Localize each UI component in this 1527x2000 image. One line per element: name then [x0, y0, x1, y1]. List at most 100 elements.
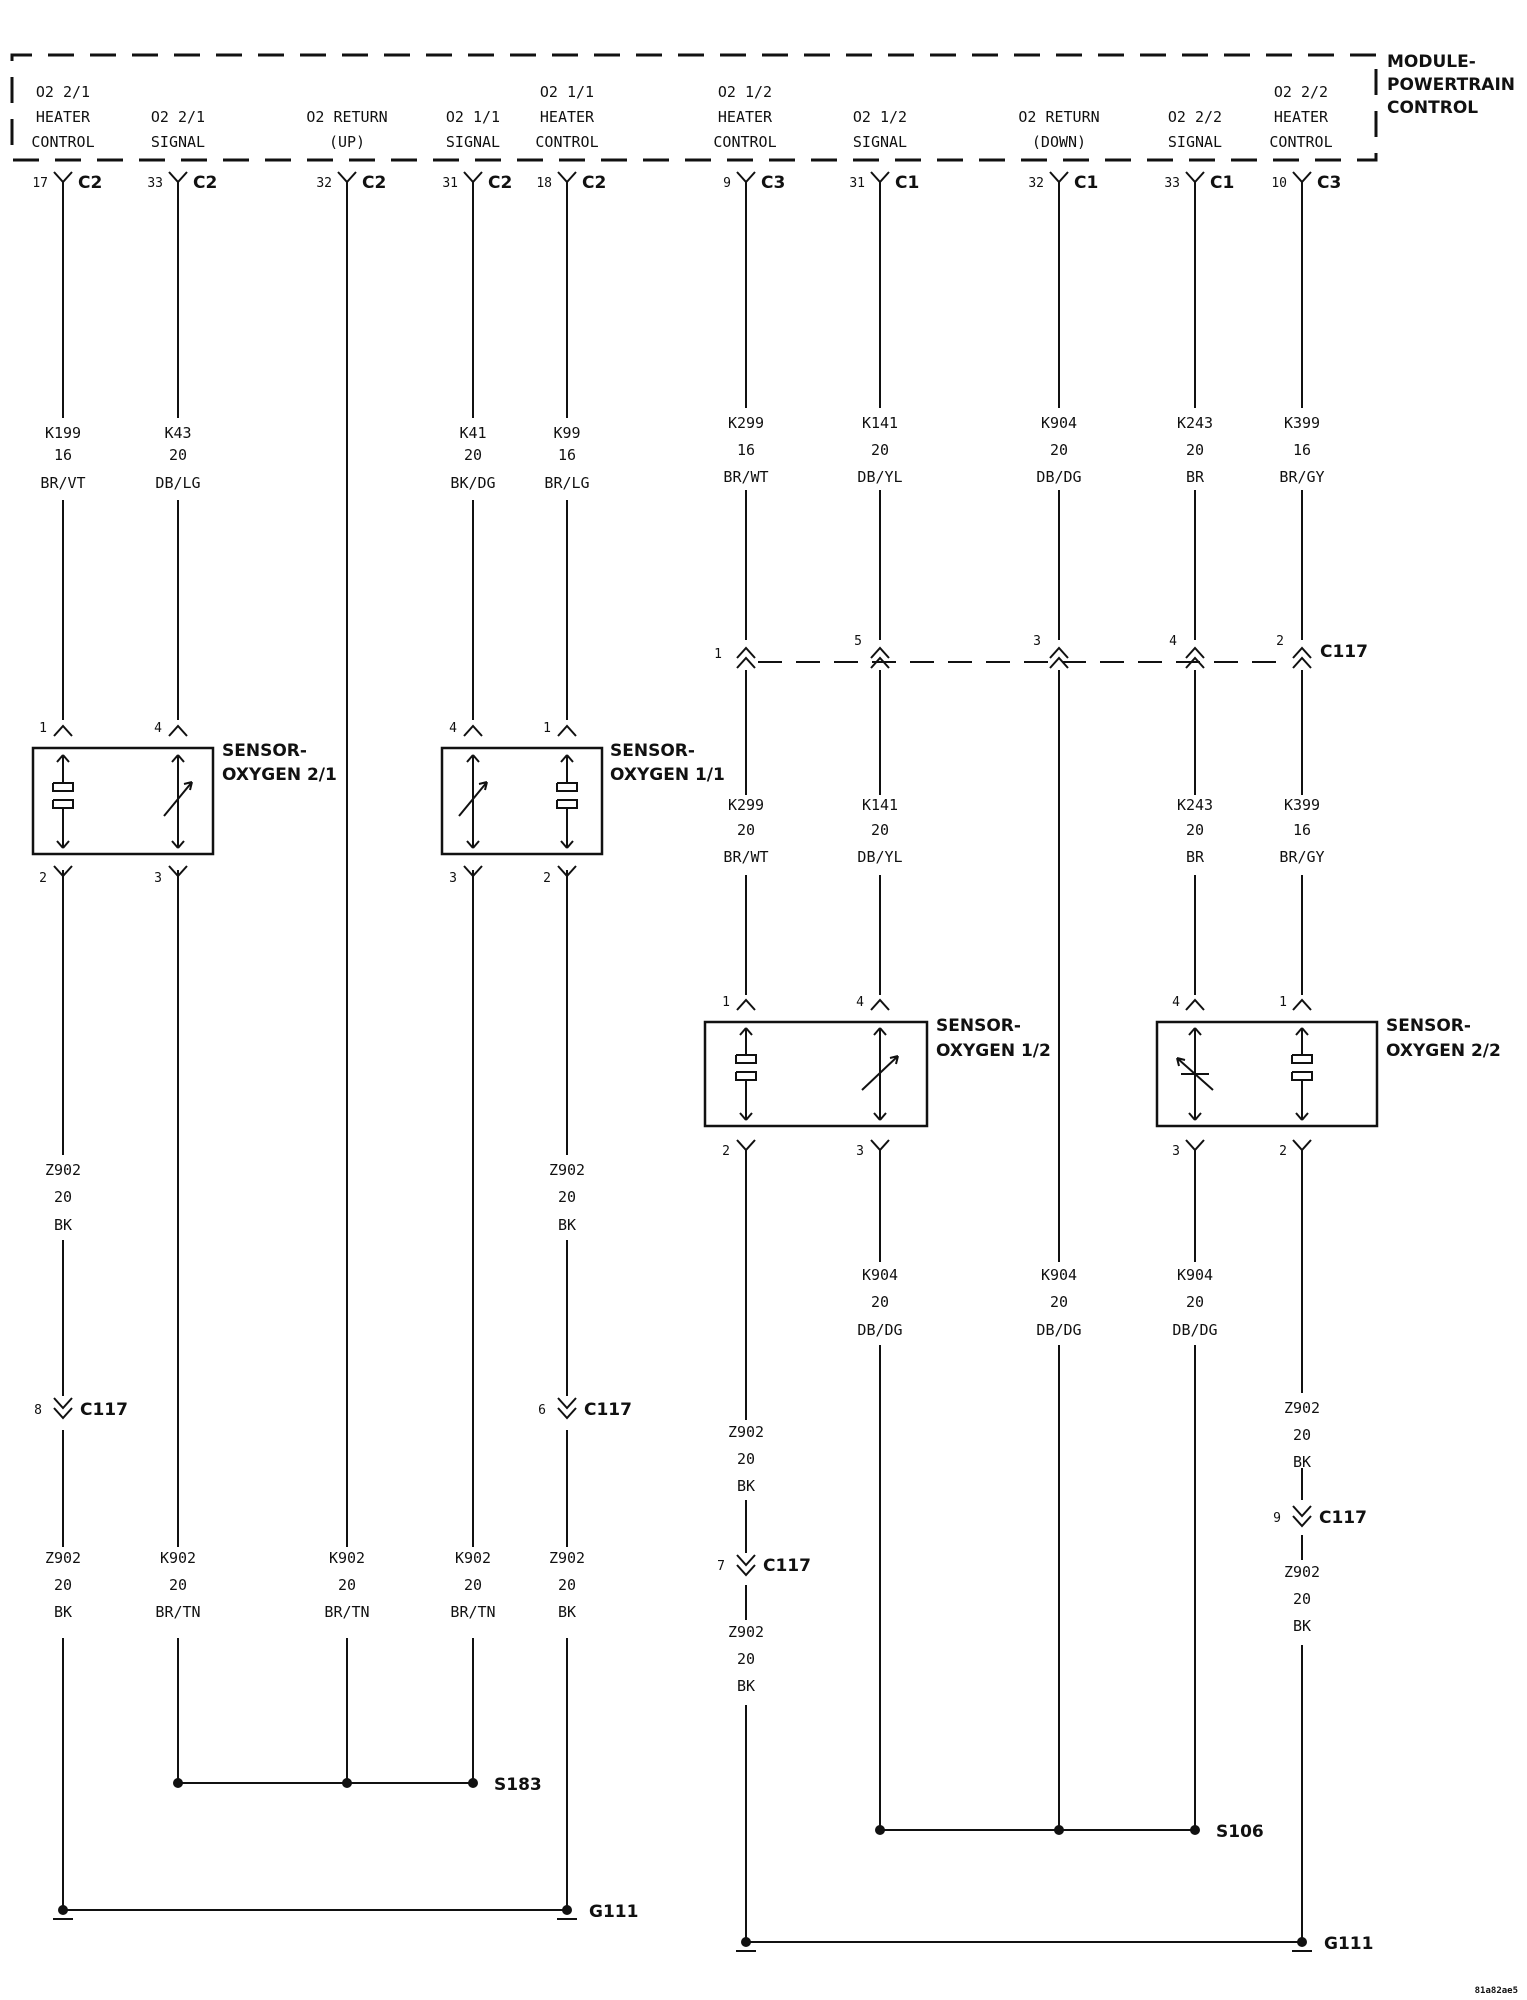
- wire-label: K904 20 DB/DG: [857, 1266, 902, 1339]
- svg-text:BK: BK: [1293, 1453, 1311, 1471]
- svg-text:17: 17: [32, 176, 48, 191]
- svg-text:BR/LG: BR/LG: [544, 474, 589, 492]
- c117-pin: 2: [1276, 634, 1312, 669]
- svg-text:C2: C2: [362, 173, 386, 193]
- svg-text:K399: K399: [1284, 796, 1320, 814]
- wire-label: K904 20 DB/DG: [1036, 414, 1081, 486]
- svg-text:20: 20: [1293, 1590, 1311, 1608]
- svg-text:C117: C117: [1319, 1508, 1367, 1528]
- svg-text:DB/DG: DB/DG: [857, 1321, 902, 1339]
- svg-text:K141: K141: [862, 414, 898, 432]
- svg-text:K199: K199: [45, 424, 81, 442]
- sensor-name: SENSOR-: [1386, 1016, 1471, 1036]
- ground-point-icon: [58, 1905, 68, 1915]
- svg-text:4: 4: [1172, 995, 1180, 1010]
- svg-text:20: 20: [558, 1188, 576, 1206]
- svg-text:C117: C117: [584, 1400, 632, 1420]
- pcm-title-line2: POWERTRAIN: [1387, 75, 1515, 95]
- ground-point-icon: [741, 1937, 751, 1947]
- splice-dot-icon: [342, 1778, 352, 1788]
- svg-text:Z902: Z902: [728, 1623, 764, 1641]
- pcm-connector-pins: 17 C2 33 C2 32 C2 31 C2 18 C2 9 C3: [32, 171, 1341, 193]
- svg-text:BR/TN: BR/TN: [324, 1603, 369, 1621]
- inline-connector-icon: [1049, 646, 1069, 669]
- svg-text:16: 16: [54, 446, 72, 464]
- c117-pin: 5: [854, 634, 890, 669]
- wire-label: K243 20 BR: [1177, 414, 1213, 486]
- svg-text:4: 4: [154, 721, 162, 736]
- svg-text:DB/DG: DB/DG: [1036, 1321, 1081, 1339]
- ground-point-icon: [562, 1905, 572, 1915]
- wire-label: K904 20 DB/DG: [1172, 1266, 1217, 1339]
- pcm-dashed-border: [10, 53, 1378, 162]
- terminal-label: CONTROL: [31, 133, 94, 151]
- sensor-name: OXYGEN 1/1: [610, 765, 725, 785]
- svg-text:C3: C3: [1317, 173, 1341, 193]
- sensor-connector-icon: [463, 724, 577, 878]
- svg-text:16: 16: [558, 446, 576, 464]
- c117-pin: 1: [714, 646, 756, 669]
- svg-text:K904: K904: [862, 1266, 898, 1284]
- splice-dot-icon: [1054, 1825, 1064, 1835]
- svg-text:Z902: Z902: [1284, 1399, 1320, 1417]
- svg-text:DB/DG: DB/DG: [1036, 468, 1081, 486]
- terminal-label: O2 2/1: [151, 108, 205, 126]
- svg-text:Z902: Z902: [1284, 1563, 1320, 1581]
- svg-text:BR/VT: BR/VT: [40, 474, 85, 492]
- terminal-label: O2 2/1: [36, 83, 90, 101]
- pcm-pin-31-c1: 31 C1: [849, 171, 919, 193]
- wire-label: K99 16 BR/LG: [544, 424, 589, 492]
- svg-text:20: 20: [464, 446, 482, 464]
- pcm-title-line1: MODULE-: [1387, 52, 1476, 72]
- terminal-label: SIGNAL: [151, 133, 205, 151]
- svg-text:2: 2: [722, 1144, 730, 1159]
- ground-label: G111: [1324, 1934, 1373, 1954]
- c117-label: C117: [1320, 642, 1368, 662]
- svg-text:K299: K299: [728, 796, 764, 814]
- terminal-label: (UP): [329, 133, 365, 151]
- terminal-label: HEATER: [718, 108, 773, 126]
- inline-connector-icon: [557, 1397, 577, 1420]
- terminal-label: SIGNAL: [446, 133, 500, 151]
- svg-text:3: 3: [449, 871, 457, 886]
- pcm-module-outline: [10, 53, 1378, 162]
- svg-text:4: 4: [449, 721, 457, 736]
- svg-text:20: 20: [54, 1576, 72, 1594]
- sensor-body: [703, 1020, 929, 1128]
- wire-label: K41 20 BK/DG: [450, 424, 495, 492]
- svg-text:20: 20: [1186, 1293, 1204, 1311]
- sensor-name: SENSOR-: [222, 741, 307, 761]
- heater-element-icon: [52, 754, 74, 849]
- svg-text:K41: K41: [459, 424, 486, 442]
- pcm-terminal-labels: O2 2/1 HEATER CONTROL O2 2/1 SIGNAL O2 R…: [31, 83, 1332, 151]
- svg-text:K902: K902: [160, 1549, 196, 1567]
- connector-symbol-icon: [1049, 171, 1069, 184]
- sensor-name: OXYGEN 1/2: [936, 1041, 1051, 1061]
- wire-label: Z902 20 BK: [45, 1549, 81, 1621]
- svg-text:BK: BK: [737, 1677, 755, 1695]
- terminal-label: HEATER: [1274, 108, 1329, 126]
- splice-s106: S106: [875, 1822, 1264, 1842]
- svg-text:BR/TN: BR/TN: [450, 1603, 495, 1621]
- wire-label: Z902 20 BK: [45, 1161, 81, 1234]
- wire-label: K902 20 BR/TN: [324, 1549, 369, 1621]
- connector-symbol-icon: [337, 171, 357, 184]
- wire-label: K902 20 BR/TN: [450, 1549, 495, 1621]
- pcm-pin-33-c1: 33 C1: [1164, 171, 1234, 193]
- connector-symbol-icon: [557, 171, 577, 184]
- svg-text:8: 8: [34, 1403, 42, 1418]
- svg-text:C2: C2: [193, 173, 217, 193]
- pcm-pin-17-c2: 17 C2: [32, 171, 102, 193]
- terminal-label: O2 2/2: [1274, 83, 1328, 101]
- terminal-label: O2 1/2: [853, 108, 907, 126]
- pcm-pin-32-c1: 32 C1: [1028, 171, 1098, 193]
- wire-label: K904 20 DB/DG: [1036, 1266, 1081, 1339]
- svg-text:K399: K399: [1284, 414, 1320, 432]
- svg-text:3: 3: [1033, 634, 1041, 649]
- splice-dot-icon: [468, 1778, 478, 1788]
- svg-text:BK: BK: [558, 1603, 576, 1621]
- svg-text:2: 2: [39, 871, 47, 886]
- wire-label: K141 20 DB/YL: [857, 414, 902, 486]
- wire-label: K299 16 BR/WT: [723, 414, 768, 486]
